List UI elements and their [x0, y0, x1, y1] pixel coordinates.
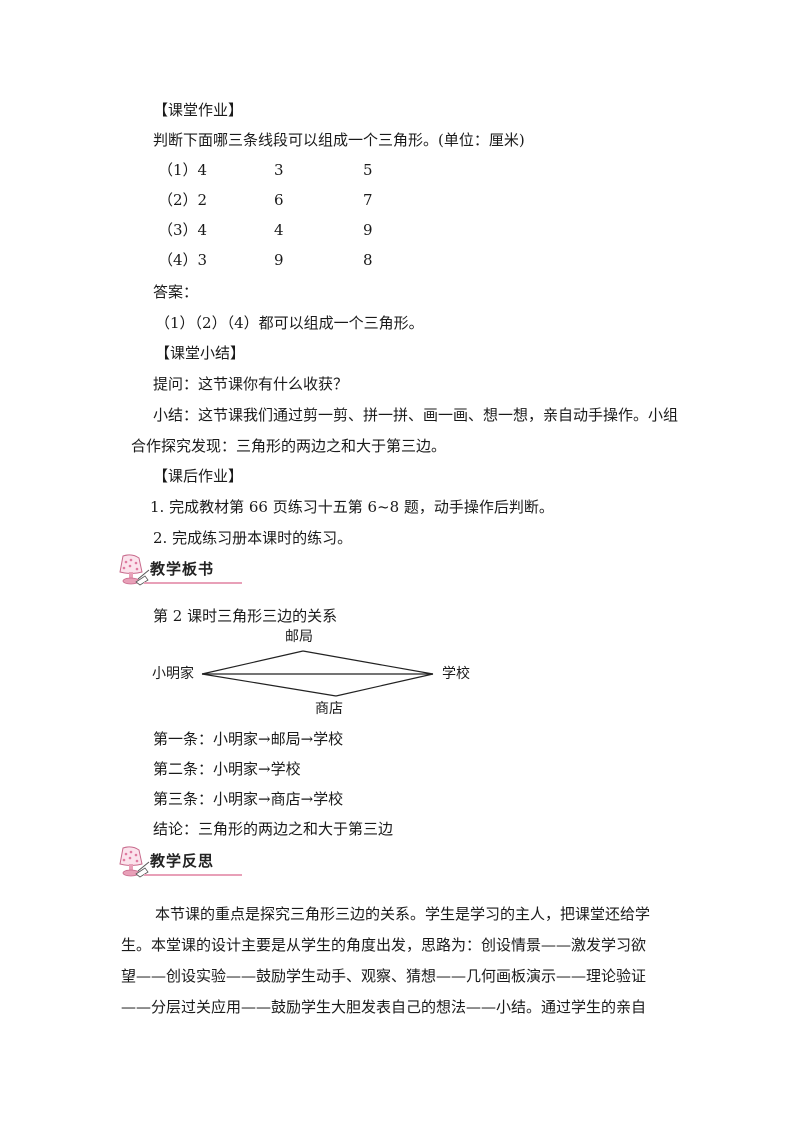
classwork-question: 判断下面哪三条线段可以组成一个三角形。(单位：厘米)	[153, 131, 525, 149]
lamp-book-icon	[119, 554, 150, 586]
route-1: 第一条：小明家→邮局→学校	[153, 730, 344, 748]
homework-item-2: 2. 完成练习册本课时的练习。	[153, 529, 353, 547]
reflection-line-2: 生。本堂课的设计主要是从学生的角度出发，思路为：创设情景——激发学习欲	[121, 936, 647, 954]
board-conclusion: 结论：三角形的两边之和大于第三边	[153, 820, 394, 838]
homework-item-1: 1. 完成教材第 66 页练习十五第 6~8 题，动手操作后判断。	[150, 498, 554, 516]
rhombus-diagram-lines	[201, 650, 434, 697]
reflection-line-3: 望——创设实验——鼓励学生动手、观察、猜想——几何画板演示——理论验证	[121, 967, 647, 985]
summary-text-line2: 合作探究发现：三角形的两边之和大于第三边。	[131, 437, 447, 455]
diagram-label-home: 小明家	[152, 666, 194, 682]
diagram-label-post-office: 邮局	[285, 629, 313, 645]
answer-label: 答案：	[153, 283, 199, 301]
row-label: （1）4	[158, 161, 208, 179]
banner-underline	[144, 582, 242, 584]
diagram-label-shop: 商店	[315, 701, 343, 717]
summary-heading: 【课堂小结】	[155, 344, 246, 362]
homework-heading: 【课后作业】	[153, 467, 244, 485]
lesson-title: 第 2 课时三角形三边的关系	[153, 607, 338, 625]
row-label: （2）2	[158, 191, 208, 209]
reflection-line-1: 本节课的重点是探究三角形三边的关系。学生是学习的主人，把课堂还给学	[155, 905, 651, 923]
row-value-c: 8	[363, 251, 373, 269]
board-banner: 教学板书	[114, 552, 254, 588]
lamp-book-icon	[119, 846, 150, 878]
row-value-c: 7	[363, 191, 373, 209]
route-3: 第三条：小明家→商店→学校	[153, 790, 344, 808]
row-value-b: 3	[274, 161, 284, 179]
answer-text: （1）（2）（4）都可以组成一个三角形。	[155, 314, 424, 332]
row-label: （3）4	[158, 221, 208, 239]
summary-question: 提问：这节课你有什么收获？	[153, 375, 349, 393]
classwork-heading: 【课堂作业】	[153, 101, 244, 119]
row-value-c: 9	[363, 221, 373, 239]
row-value-b: 4	[274, 221, 284, 239]
reflection-banner: 教学反思	[114, 844, 254, 880]
route-2: 第二条：小明家→学校	[153, 760, 301, 778]
banner-underline	[144, 874, 242, 876]
reflection-banner-title: 教学反思	[150, 852, 215, 870]
row-value-b: 6	[274, 191, 284, 209]
row-value-b: 9	[274, 251, 284, 269]
board-banner-title: 教学板书	[150, 560, 215, 578]
row-value-c: 5	[363, 161, 373, 179]
row-label: （4）3	[158, 251, 208, 269]
reflection-line-4: ——分层过关应用——鼓励学生大胆发表自己的想法——小结。通过学生的亲自	[121, 998, 647, 1016]
diagram-label-school: 学校	[442, 666, 470, 682]
route-diagram: 小明家 邮局 学校 商店	[140, 626, 500, 722]
summary-text-line1: 小结：这节课我们通过剪一剪、拼一拼、画一画、想一想，亲自动手操作。小组	[153, 406, 679, 424]
